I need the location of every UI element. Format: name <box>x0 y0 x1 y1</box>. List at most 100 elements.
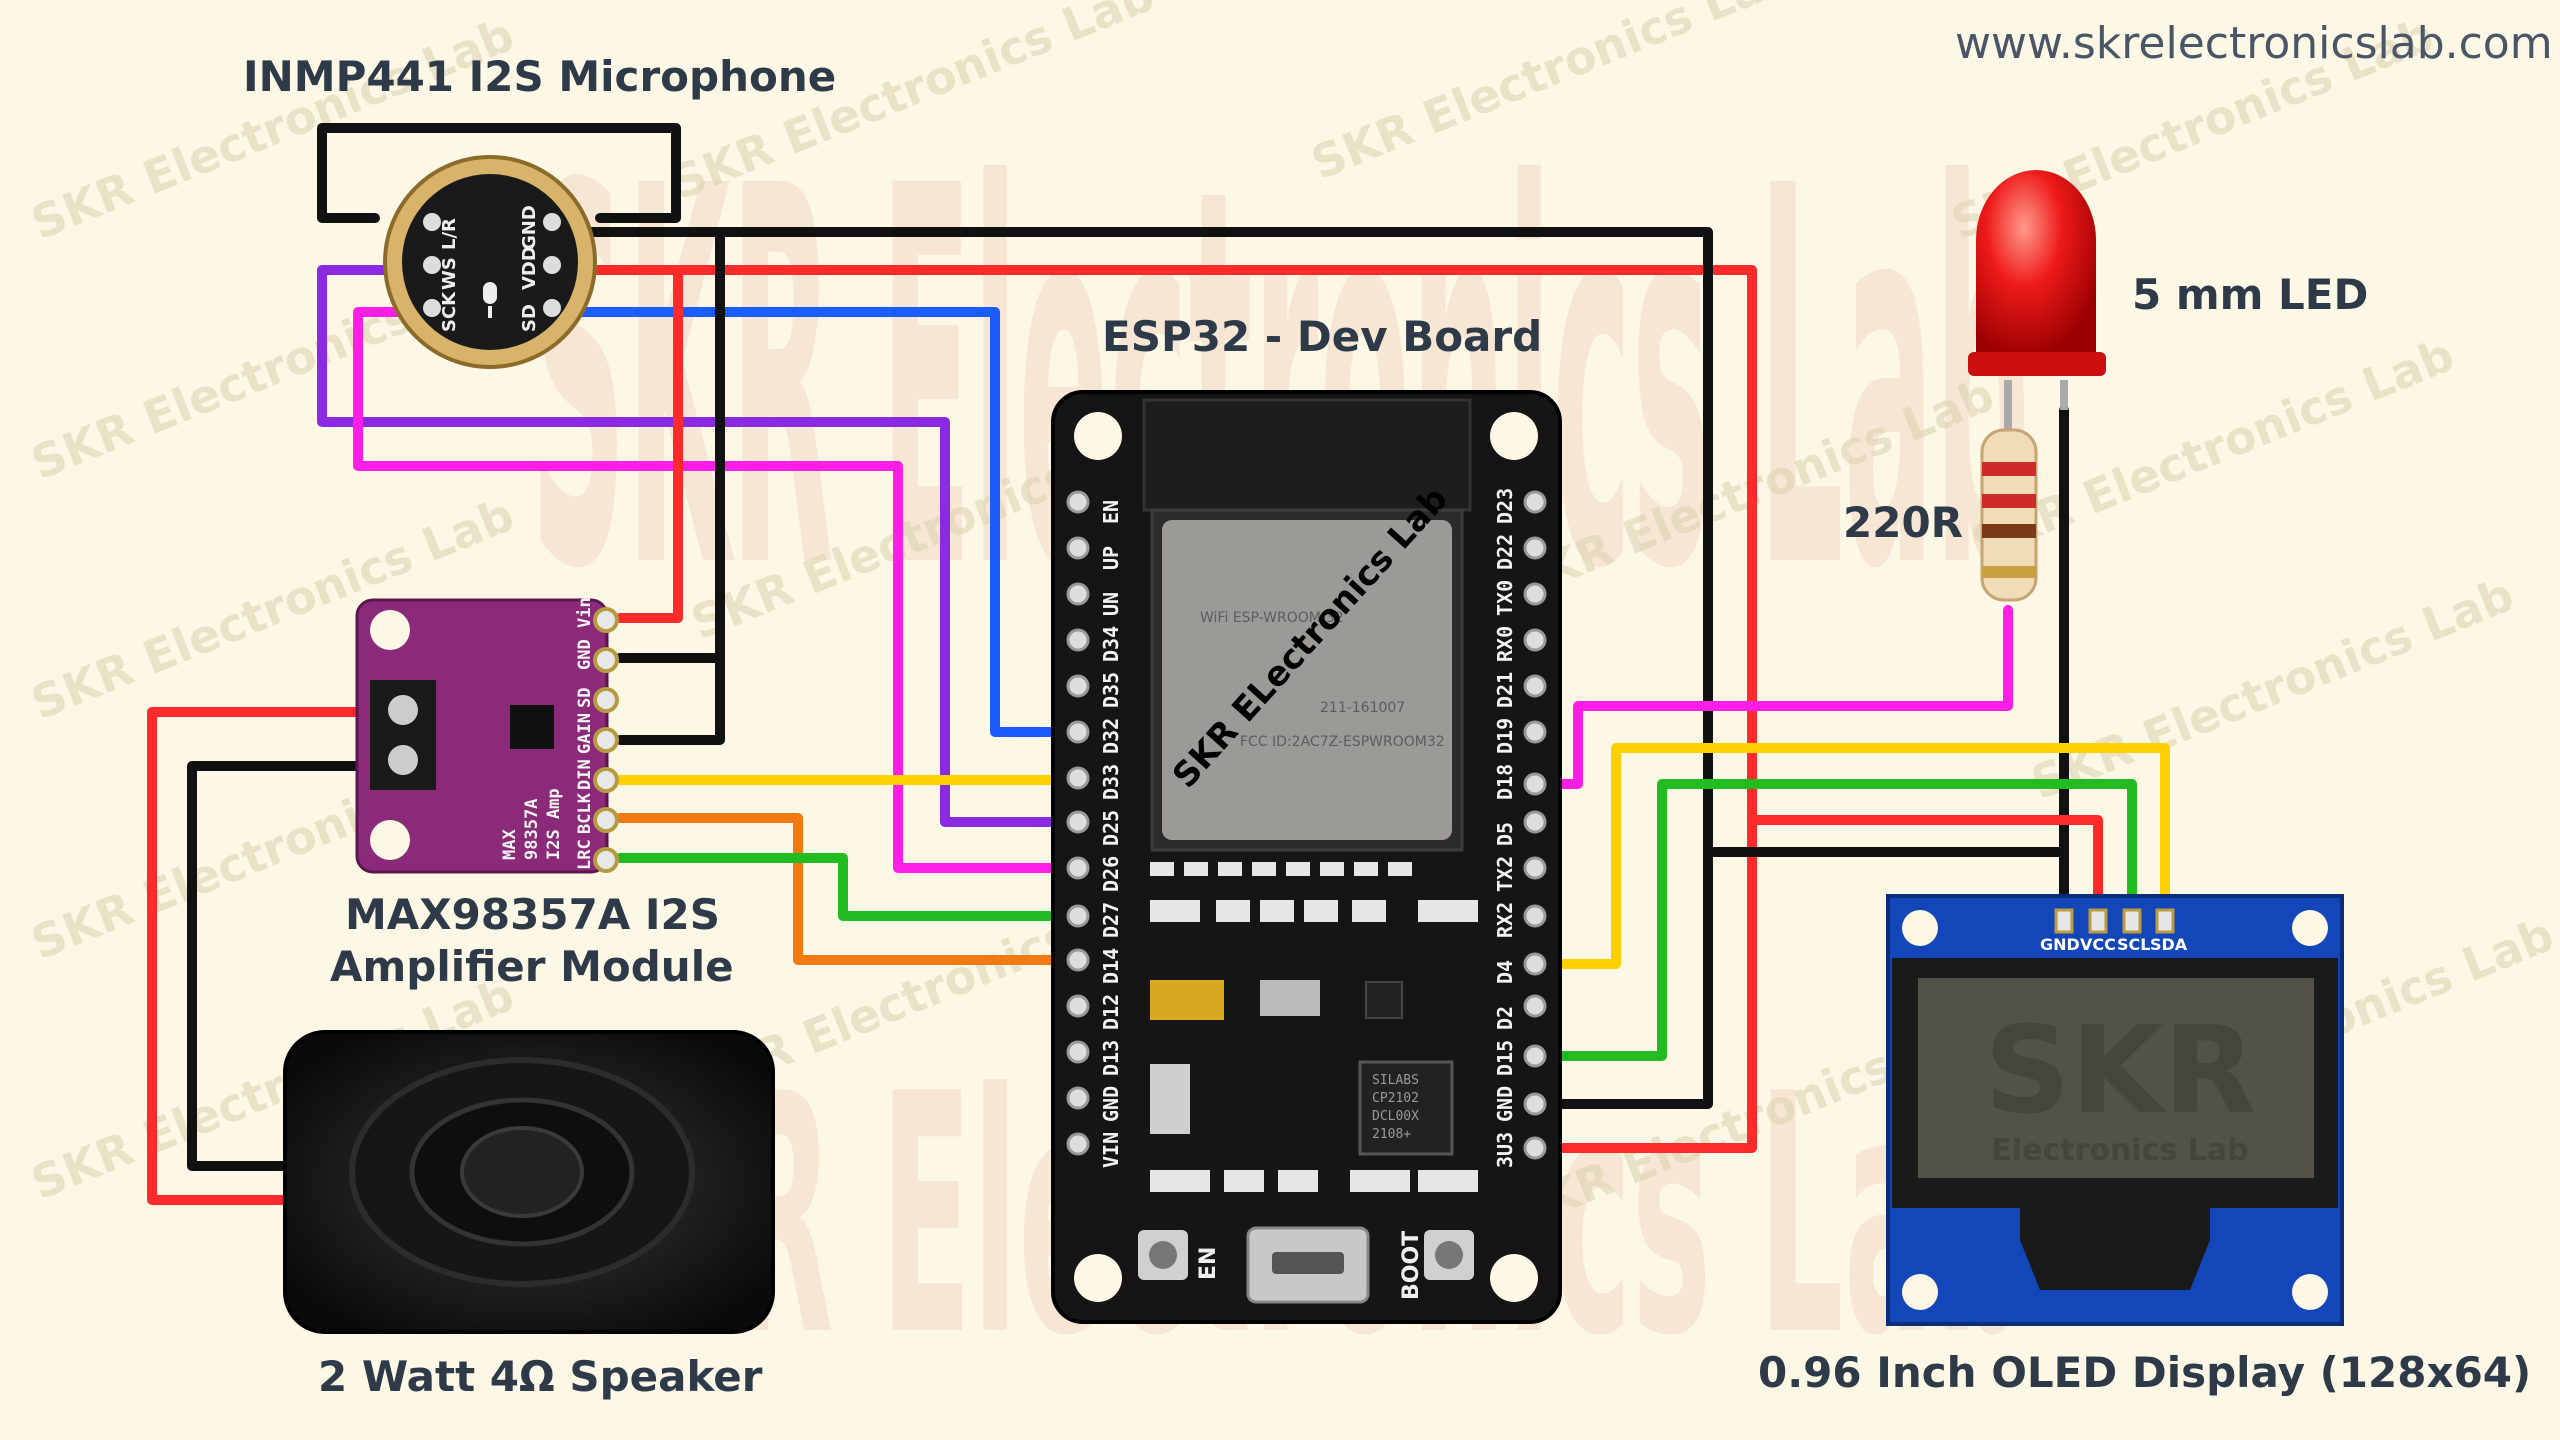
esp32-pin-d35: D35 <box>1099 672 1123 708</box>
esp32-pin-tx0: TX0 <box>1493 580 1517 616</box>
mic-symbol-icon <box>483 282 497 318</box>
oled-pin-scl: SCL <box>2117 935 2150 954</box>
mic-pin-sd: SD <box>519 304 540 332</box>
esp32-pin-d12: D12 <box>1099 994 1123 1030</box>
oled-label: 0.96 Inch OLED Display (128x64) <box>1758 1348 2532 1397</box>
amp-text-1: MAX <box>500 829 520 860</box>
amp-pin-gain: GAIN <box>575 713 595 754</box>
esp32-left-header <box>1066 490 1090 1156</box>
resistor-label: 220R <box>1843 498 1964 547</box>
amp-pin-bclk: BCLK <box>575 792 595 834</box>
max98357a-amplifier: Vin GND SD GAIN DIN BCLK LRC MAX 98357A … <box>355 597 619 874</box>
esp32-label: ESP32 - Dev Board <box>1102 312 1543 361</box>
mic-pin-sck: SCK <box>439 291 460 332</box>
amp-pin-sd: SD <box>575 688 595 708</box>
esp32-pin-d15: D15 <box>1493 1040 1517 1076</box>
usb-bridge-chip <box>1358 1060 1454 1156</box>
amp-pin-vin: Vin <box>575 597 595 628</box>
led-assembly <box>1968 170 2106 602</box>
wire-magenta-mic-ws <box>353 307 1083 873</box>
wire-black-mic-loop <box>317 123 681 223</box>
module-text-3: FCC ID:2AC7Z-ESPWROOM32 <box>1240 734 1445 750</box>
wire-green-oled-scl <box>1543 779 2137 1061</box>
wire-black-speaker <box>187 761 365 1171</box>
esp32-right-header <box>1523 490 1547 1160</box>
oled-display: GND VCC SCL SDA SKR Electronics Lab <box>1886 894 2344 1326</box>
esp32-regulator <box>1150 1064 1190 1134</box>
oled-pins <box>2054 908 2175 934</box>
esp32-pin-d5: D5 <box>1493 822 1517 846</box>
usb-chip-text-2: CP2102 <box>1372 1091 1419 1106</box>
usb-chip-text-1: SILABS <box>1372 1073 1419 1088</box>
oled-pin-gnd: GND <box>2040 935 2080 954</box>
amp-pin-lrc: LRC <box>575 839 595 870</box>
esp32-pin-d33: D33 <box>1099 764 1123 800</box>
wire-black-mic-gnd <box>555 227 1713 1109</box>
website-url: www.skrelectronicslab.com <box>1955 18 2553 69</box>
esp32-tantalum-cap <box>1150 980 1224 1020</box>
module-text-2: 211-161007 <box>1320 700 1405 716</box>
esp32-smd-row <box>1150 862 1478 1192</box>
amp-pads <box>593 607 619 873</box>
esp32-pin-d26: D26 <box>1099 856 1123 892</box>
oled-pin-vcc: VCC <box>2080 935 2116 954</box>
esp32-pin-d34: D34 <box>1099 626 1123 662</box>
amp-label-line1: MAX98357A I2S <box>345 890 721 939</box>
wire-red-oled-vcc <box>1747 815 2103 933</box>
module-text-1: WiFi ESP-WROOM-32 <box>1200 610 1344 626</box>
esp32-pin-d19: D19 <box>1493 718 1517 754</box>
mic-pads <box>423 213 561 317</box>
mic-pin-lr: L/R <box>439 218 460 250</box>
oled-screen-sub: Electronics Lab <box>1991 1133 2248 1168</box>
wire-purple-mic-sck <box>317 265 1083 827</box>
esp32-dev-board: WiFi ESP-WROOM-32 211-161007 FCC ID:2AC7… <box>1051 390 1562 1324</box>
esp32-pin-tx2: TX2 <box>1493 856 1517 892</box>
mic-pin-ws: WS <box>439 257 460 290</box>
esp32-pin-vin: VIN <box>1099 1132 1123 1168</box>
mic-pin-vdd: VDD <box>519 246 540 290</box>
esp32-pin-gnd-left: GND <box>1099 1086 1123 1122</box>
esp32-pin-3v3: 3U3 <box>1493 1132 1517 1168</box>
esp32-pin-rx0: RX0 <box>1493 626 1517 662</box>
speaker <box>283 1030 775 1334</box>
esp32-pin-gnd-right: GND <box>1493 1086 1517 1122</box>
esp32-pin-d32: D32 <box>1099 718 1123 754</box>
usb-chip-text-3: DCL00X <box>1372 1109 1419 1124</box>
esp32-pin-d4: D4 <box>1493 960 1517 984</box>
esp32-pin-d21: D21 <box>1493 672 1517 708</box>
amp-text-2: 98357A <box>522 799 542 860</box>
esp32-pin-d27: D27 <box>1099 902 1123 938</box>
esp32-pin-d22: D22 <box>1493 534 1517 570</box>
usb-chip-text-4: 2108+ <box>1372 1127 1411 1142</box>
amp-text-3: I2S Amp <box>544 788 564 860</box>
wire-yellow-oled-sda <box>1543 743 2170 969</box>
wire-orange-amp-bclk <box>615 813 1083 965</box>
esp32-pin-rx2: RX2 <box>1493 902 1517 938</box>
esp32-pin-d13: D13 <box>1099 1040 1123 1076</box>
esp32-pin-d2: D2 <box>1493 1006 1517 1030</box>
speaker-label: 2 Watt 4Ω Speaker <box>318 1352 763 1401</box>
esp32-pin-d25: D25 <box>1099 810 1123 846</box>
wire-red-mic-to-amp <box>615 265 683 623</box>
amp-label-line2: Amplifier Module <box>330 942 734 991</box>
wire-black-amp-gain <box>615 653 725 745</box>
led-label: 5 mm LED <box>2132 270 2369 319</box>
led-dome <box>1976 170 2096 360</box>
amp-pin-gnd: GND <box>575 639 595 670</box>
amp-pin-din: DIN <box>575 759 595 790</box>
esp32-pin-d23: D23 <box>1493 488 1517 524</box>
mic-label: INMP441 I2S Microphone <box>243 52 837 101</box>
esp32-pin-d14: D14 <box>1099 948 1123 984</box>
oled-screen-logo: SKR <box>1984 1002 2256 1141</box>
wire-red-speaker <box>147 707 365 1205</box>
inmp441-microphone: L/R WS SCK GND VDD SD <box>383 155 597 369</box>
esp32-pin-d18: D18 <box>1493 764 1517 800</box>
en-button-label: EN <box>1196 1247 1221 1280</box>
mic-pin-gnd: GND <box>519 205 540 250</box>
wm-14: SKR Electronics Lab <box>2024 567 2521 810</box>
esp32-pin-en: EN <box>1099 500 1123 524</box>
boot-button-label: BOOT <box>1399 1231 1424 1300</box>
oled-screen <box>1918 978 2314 1178</box>
